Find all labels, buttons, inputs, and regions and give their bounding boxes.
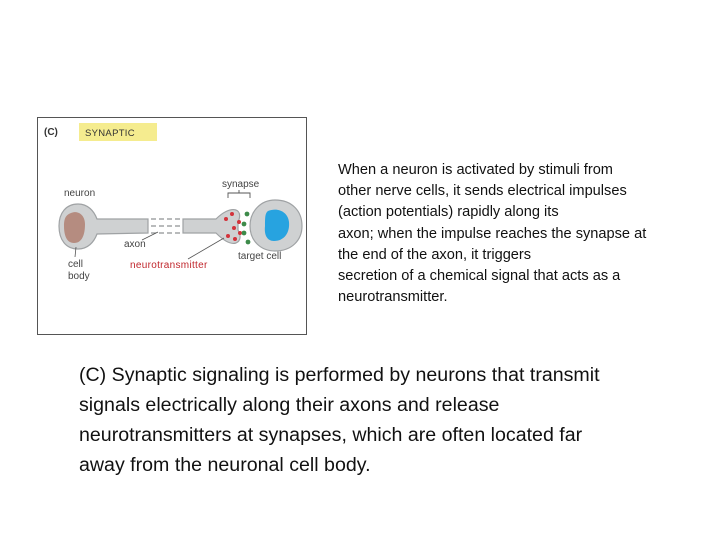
synaptic-diagram: (C) SYNAPTIC: [44, 123, 303, 282]
description-line: neurotransmitter.: [338, 289, 448, 306]
neurotransmitter-dot: [232, 226, 236, 230]
neurotransmitter-molecules: [224, 212, 242, 241]
caption-line: (C) Synaptic signaling is performed by n…: [79, 364, 600, 386]
panel-letter: (C): [44, 127, 58, 138]
neurotransmitter-pointer-line: [187, 237, 225, 260]
neurotransmitter-dot: [226, 234, 230, 238]
description-line: other nerve cells, it sends electrical i…: [338, 183, 627, 200]
neuron-label: neuron: [64, 188, 95, 199]
neurotransmitter-dot: [233, 237, 237, 241]
target-cell: [249, 199, 303, 252]
target-cell-label: target cell: [238, 251, 281, 262]
axon-pointer-line: [141, 231, 159, 241]
target-cell-nucleus: [264, 209, 290, 241]
figure-caption: (C) Synaptic signaling is performed by n…: [79, 360, 699, 480]
cell-body-label-line2: body: [68, 271, 90, 282]
neurotransmitter-dot: [237, 220, 241, 224]
receptor-dot: [241, 221, 247, 227]
neurotransmitter-dot: [224, 217, 228, 221]
description-line: (action potentials) rapidly along its: [338, 204, 559, 221]
axon-label: axon: [124, 239, 146, 250]
description-line: the end of the axon, it triggers: [338, 246, 532, 263]
description-line: secretion of a chemical signal that acts…: [338, 268, 621, 285]
panel-tag: SYNAPTIC: [85, 128, 135, 139]
receptor-dot: [245, 239, 251, 245]
caption-line: neurotransmitters at synapses, which are…: [79, 424, 583, 446]
synapse-label: synapse: [222, 179, 260, 190]
neurotransmitter-dot: [230, 212, 234, 216]
synaptic-signaling-figure: (C) SYNAPTIC: [37, 117, 307, 335]
neuron: [58, 203, 149, 250]
description-text: When a neuron is activated by stimuli fr…: [338, 160, 698, 308]
caption-line: away from the neuronal cell body.: [79, 454, 371, 476]
receptor-dot: [241, 230, 247, 236]
synapse-bracket: [227, 192, 251, 198]
cell-body-pointer-line: [74, 246, 77, 258]
neurotransmitter-dot: [238, 231, 242, 235]
neuron-nucleus: [64, 212, 85, 243]
description-line: When a neuron is activated by stimuli fr…: [338, 162, 613, 178]
caption-line: signals electrically along their axons a…: [79, 394, 500, 416]
receptor-dot: [244, 211, 250, 217]
neurotransmitter-label: neurotransmitter: [130, 260, 208, 271]
cell-body-label-line1: cell: [68, 259, 83, 270]
description-line: axon; when the impulse reaches the synap…: [338, 225, 647, 242]
target-receptors: [241, 211, 251, 245]
panel-tag-highlight: [79, 123, 157, 141]
axon-gap: [151, 218, 180, 234]
